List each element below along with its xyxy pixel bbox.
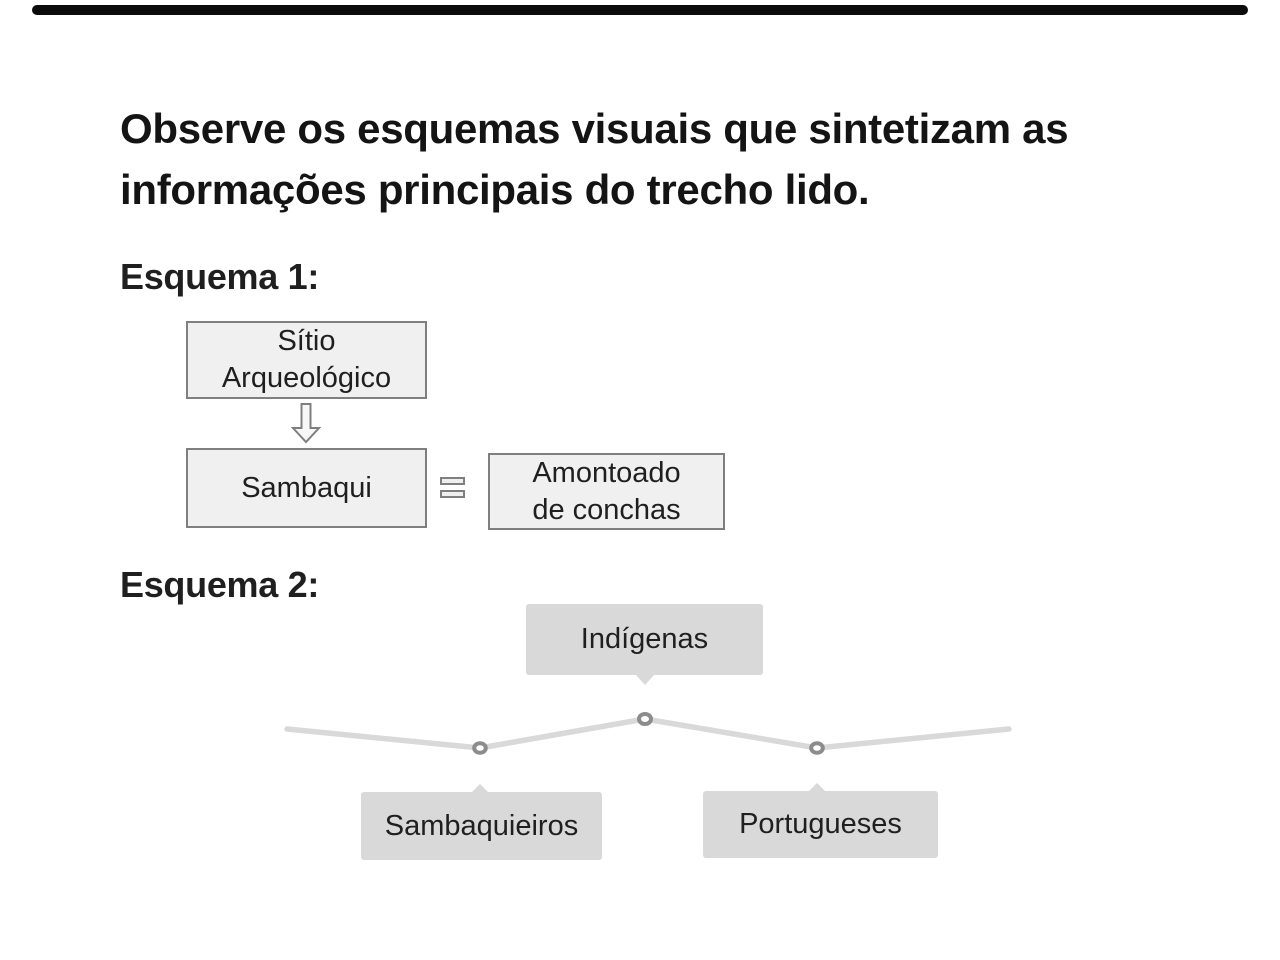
esquema2-label: Esquema 2: xyxy=(120,564,320,605)
node-sambaquieiros-label: Sambaquieiros xyxy=(384,809,579,842)
node-indigenas: Indígenas xyxy=(526,604,763,675)
timeline-zigzag xyxy=(284,712,1012,755)
timeline-marker-center xyxy=(637,712,653,726)
node-sambaqui-label: Sambaqui xyxy=(241,471,372,504)
node-sambaquieiros: Sambaquieiros xyxy=(361,792,602,860)
callout-tail-up-left-icon xyxy=(471,784,489,793)
node-sambaqui: Sambaqui xyxy=(186,448,427,528)
timeline-marker-left xyxy=(472,741,488,755)
top-border-bar xyxy=(32,5,1248,15)
callout-tail-up-right-icon xyxy=(808,783,826,792)
node-indigenas-label: Indígenas xyxy=(580,623,709,655)
page-title: Observe os esquemas visuais que sintetiz… xyxy=(120,105,1069,213)
equals-bar-top xyxy=(440,477,465,485)
node-amontoado-label: Amontoado de conchas xyxy=(532,456,681,526)
equals-bar-bottom xyxy=(440,490,465,498)
node-sitio-label: Sítio Arqueológico xyxy=(221,325,392,394)
callout-tail-down-icon xyxy=(636,675,654,685)
esquema1-label: Esquema 1: xyxy=(120,256,320,297)
node-portugueses-label: Portugueses xyxy=(739,808,902,840)
node-sitio-arqueologico: Sítio Arqueológico xyxy=(186,321,427,399)
equals-icon xyxy=(440,477,465,498)
timeline-marker-right xyxy=(809,741,825,755)
node-amontoado-de-conchas: Amontoado de conchas xyxy=(488,453,725,530)
block-arrow-down-icon xyxy=(290,403,322,444)
node-portugueses: Portugueses xyxy=(703,791,938,858)
